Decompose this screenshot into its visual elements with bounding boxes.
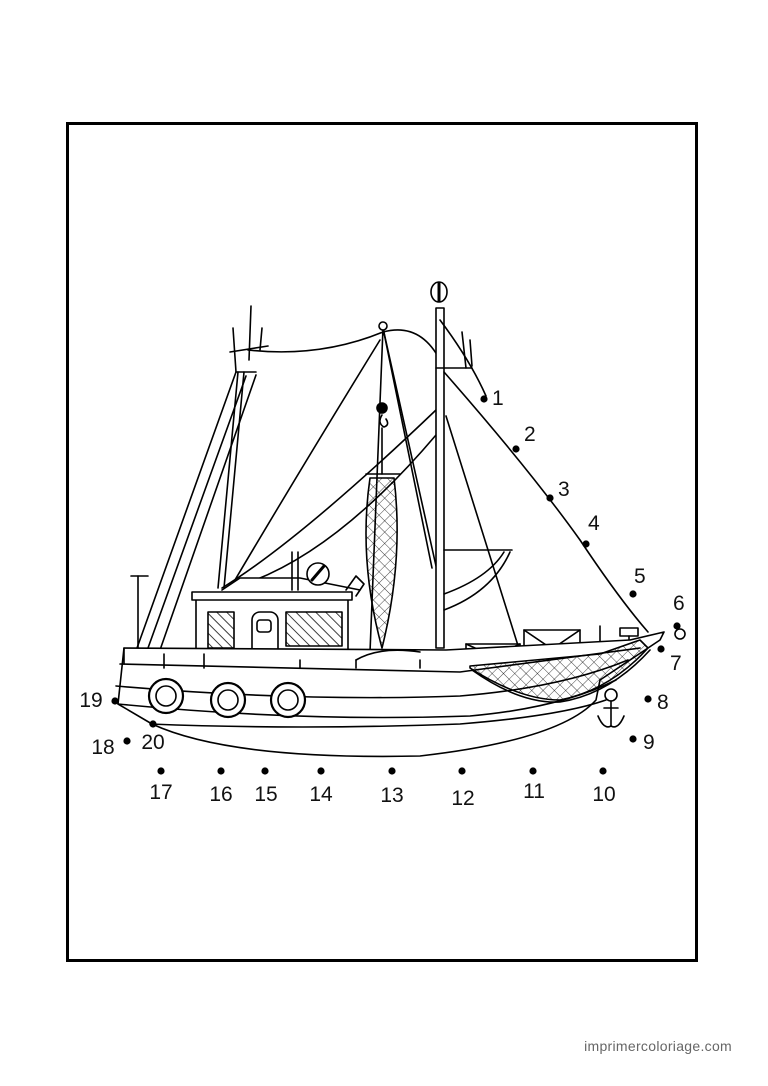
dot-number-8: 8 — [657, 691, 669, 714]
site-watermark: imprimercoloriage.com — [584, 1038, 732, 1054]
dot-number-2: 2 — [524, 423, 536, 446]
dot-number-16: 16 — [209, 783, 232, 806]
left-sail-lines — [221, 329, 441, 589]
dot-number-5: 5 — [634, 565, 646, 588]
dot-4 — [582, 540, 590, 548]
dot-number-7: 7 — [670, 652, 682, 675]
dot-15 — [261, 767, 269, 775]
dot-number-11: 11 — [523, 780, 545, 803]
dot-number-6: 6 — [673, 592, 685, 615]
dot-16 — [217, 767, 225, 775]
anchor-icon — [597, 688, 625, 728]
dot-number-20: 20 — [141, 731, 164, 754]
dot-7 — [657, 645, 665, 653]
dot-10 — [599, 767, 607, 775]
dot-number-12: 12 — [451, 787, 474, 810]
dot-number-3: 3 — [558, 478, 570, 501]
hanging-net — [365, 477, 398, 649]
dot-number-17: 17 — [149, 781, 172, 804]
dot-3 — [546, 494, 554, 502]
wheelhouse — [130, 551, 365, 659]
page-frame — [66, 122, 698, 962]
dot-number-1: 1 — [492, 387, 504, 410]
dot-20 — [149, 720, 157, 728]
lifebuoys — [147, 677, 307, 719]
dot-13 — [388, 767, 396, 775]
dot-9 — [629, 735, 637, 743]
main-mast — [430, 281, 649, 653]
dot-11 — [529, 767, 537, 775]
dot-19 — [111, 697, 119, 705]
dot-18 — [123, 737, 131, 745]
dot-number-18: 18 — [91, 736, 114, 759]
dot-17 — [157, 767, 165, 775]
dot-number-9: 9 — [643, 731, 655, 754]
dot-1 — [480, 395, 488, 403]
deck-net — [469, 639, 651, 703]
dot-number-15: 15 — [254, 783, 277, 806]
dot-2 — [512, 445, 520, 453]
left-mast — [136, 305, 269, 651]
dot-number-19: 19 — [79, 689, 102, 712]
dot-5 — [629, 590, 637, 598]
dot-8 — [644, 695, 652, 703]
dot-number-10: 10 — [592, 783, 615, 806]
bow-light-icon — [674, 628, 686, 640]
dot-number-4: 4 — [588, 512, 600, 535]
dot-6 — [673, 622, 681, 630]
dot-14 — [317, 767, 325, 775]
dot-number-13: 13 — [380, 784, 403, 807]
dot-12 — [458, 767, 466, 775]
dot-number-14: 14 — [309, 783, 333, 806]
